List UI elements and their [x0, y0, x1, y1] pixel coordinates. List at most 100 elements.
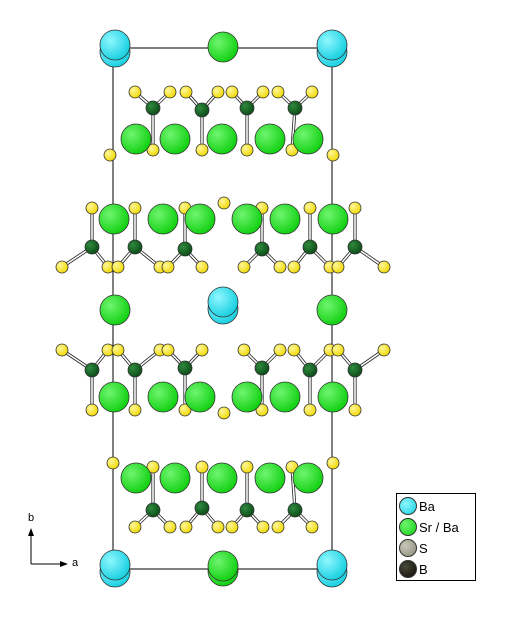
- b-atom: [254, 360, 270, 376]
- s-atom: [128, 520, 142, 534]
- sr-ba-atom: [159, 123, 191, 155]
- sr-ba-atom: [269, 381, 301, 413]
- sr-ba-atom: [98, 203, 130, 235]
- s-atom: [271, 520, 285, 534]
- b-atom: [177, 241, 193, 257]
- b-atom: [239, 100, 255, 116]
- s-atom: [146, 143, 160, 157]
- ba-atom: [207, 286, 239, 318]
- s-atom: [163, 85, 177, 99]
- sr-ba-atom: [159, 462, 191, 494]
- legend-label-sr-ba: Sr / Ba: [419, 519, 459, 535]
- s-atom: [103, 148, 117, 162]
- s-atom: [217, 196, 231, 210]
- sr-ba-atom: [254, 123, 286, 155]
- sr-ba-atom: [120, 462, 152, 494]
- s-atom: [326, 148, 340, 162]
- b-atom: [287, 502, 303, 518]
- b-atom: [84, 239, 100, 255]
- b-atom: [145, 100, 161, 116]
- ba-atom: [99, 29, 131, 61]
- legend: Ba Sr / Ba S B: [396, 493, 476, 581]
- s-atom: [179, 520, 193, 534]
- s-atom: [195, 343, 209, 357]
- ba-swatch-icon: [399, 497, 417, 515]
- sr-ba-atom: [120, 123, 152, 155]
- s-atom: [273, 260, 287, 274]
- s-atom: [128, 403, 142, 417]
- s-atom: [240, 143, 254, 157]
- sr-ba-atom: [206, 123, 238, 155]
- sr-ba-swatch-icon: [399, 518, 417, 536]
- s-atom: [195, 260, 209, 274]
- sr-ba-atom: [254, 462, 286, 494]
- legend-label-ba: Ba: [419, 498, 435, 514]
- legend-item-b: B: [399, 559, 428, 579]
- s-atom: [326, 456, 340, 470]
- s-atom: [146, 460, 160, 474]
- s-atom: [217, 406, 231, 420]
- s-atom: [305, 520, 319, 534]
- s-atom: [55, 260, 69, 274]
- b-swatch-icon: [399, 560, 417, 578]
- sr-ba-atom: [269, 203, 301, 235]
- axis-a-label: a: [72, 557, 79, 569]
- b-atom: [254, 241, 270, 257]
- s-atom: [178, 403, 192, 417]
- s-atom: [237, 260, 251, 274]
- b-atom: [194, 500, 210, 516]
- s-atom: [287, 260, 301, 274]
- s-atom: [303, 403, 317, 417]
- s-atom: [303, 201, 317, 215]
- s-atom: [195, 460, 209, 474]
- s-atom: [128, 201, 142, 215]
- b-atom: [194, 102, 210, 118]
- b-atom: [302, 362, 318, 378]
- s-atom: [111, 343, 125, 357]
- sr-ba-atom: [98, 381, 130, 413]
- s-atom: [237, 343, 251, 357]
- s-atom: [348, 403, 362, 417]
- s-atom: [106, 456, 120, 470]
- sr-ba-atom: [207, 550, 239, 582]
- legend-item-s: S: [399, 538, 428, 558]
- s-atom: [287, 343, 301, 357]
- b-atom: [347, 239, 363, 255]
- s-atom: [273, 343, 287, 357]
- s-atom: [256, 520, 270, 534]
- s-atom: [111, 260, 125, 274]
- sr-ba-atom: [292, 462, 324, 494]
- s-atom: [195, 143, 209, 157]
- legend-item-ba: Ba: [399, 496, 435, 516]
- s-atom: [256, 85, 270, 99]
- s-swatch-icon: [399, 539, 417, 557]
- legend-label-b: B: [419, 561, 428, 577]
- axis-b-label: b: [28, 512, 35, 524]
- s-atom: [161, 260, 175, 274]
- legend-item-sr-ba: Sr / Ba: [399, 517, 459, 537]
- s-atom: [348, 201, 362, 215]
- b-atom: [239, 502, 255, 518]
- b-atom: [302, 239, 318, 255]
- s-atom: [128, 85, 142, 99]
- s-atom: [377, 260, 391, 274]
- s-atom: [55, 343, 69, 357]
- s-atom: [255, 403, 269, 417]
- s-atom: [179, 85, 193, 99]
- b-atom: [177, 360, 193, 376]
- ba-atom: [316, 29, 348, 61]
- b-atom: [287, 100, 303, 116]
- atom-layer: [55, 29, 391, 588]
- s-atom: [85, 201, 99, 215]
- s-atom: [211, 520, 225, 534]
- b-atom: [347, 362, 363, 378]
- sr-ba-atom: [292, 123, 324, 155]
- sr-ba-atom: [317, 381, 349, 413]
- s-atom: [225, 85, 239, 99]
- sr-ba-atom: [207, 31, 239, 63]
- axis-indicator: [28, 528, 68, 567]
- sr-ba-atom: [99, 294, 131, 326]
- b-atom: [84, 362, 100, 378]
- ba-atom: [99, 549, 131, 581]
